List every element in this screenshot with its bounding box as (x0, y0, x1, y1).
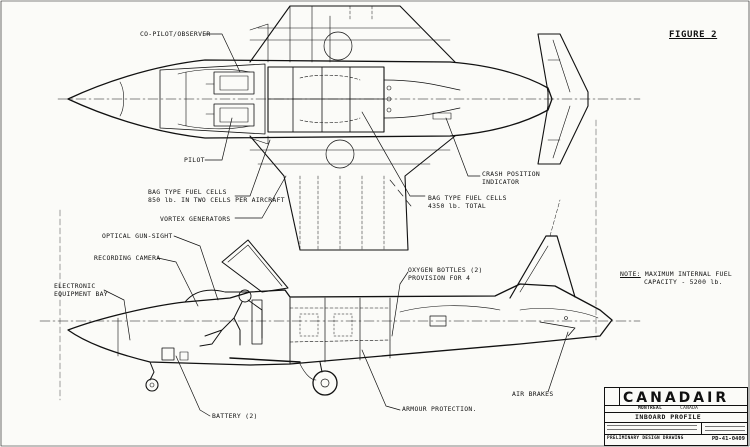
note-prefix: NOTE: (620, 270, 641, 278)
label-camera-text: RECORDING CAMERA (94, 254, 161, 262)
label-oxygen-line1: OXYGEN BOTTLES (2) (408, 266, 483, 274)
note-line2: CAPACITY - 5200 lb. (644, 278, 723, 286)
label-bag-fuel-line2: 4350 lb. TOTAL (428, 202, 487, 210)
label-crash-line2: INDICATOR (482, 178, 520, 186)
label-air-brakes-text: AIR BRAKES (512, 390, 554, 398)
company-city: MONTREAL (638, 406, 663, 411)
label-equip-line1: ELECTRONIC (54, 282, 96, 290)
drawing-title: INBOARD PROFILE (635, 413, 702, 421)
label-electronic-equipment-bay: ELECTRONIC EQUIPMENT BAY (54, 282, 108, 298)
plan-view (57, 5, 641, 251)
label-co-pilot: CO-PILOT/OBSERVER (140, 30, 211, 38)
label-optical-gun-sight: OPTICAL GUN-SIGHT (102, 232, 173, 240)
label-vortex-text: VORTEX GENERATORS (160, 215, 231, 223)
note-line1: NOTE: MAXIMUM INTERNAL FUEL (620, 270, 732, 278)
label-battery: BATTERY (2) (212, 412, 258, 420)
label-armour-protection: ARMOUR PROTECTION. (402, 405, 477, 413)
label-vortex-generators: VORTEX GENERATORS (160, 215, 231, 223)
label-recording-camera: RECORDING CAMERA (94, 254, 160, 262)
note-line1-text: MAXIMUM INTERNAL FUEL (644, 270, 733, 278)
fuel-capacity-note: NOTE: MAXIMUM INTERNAL FUEL CAPACITY - 5… (620, 270, 732, 286)
drawing-number: PD-41-0409 (711, 436, 745, 442)
figure-label: FIGURE 2 (669, 30, 718, 40)
label-crash-position-indicator: CRASH POSITION INDICATOR (482, 170, 540, 186)
label-equip-line2: EQUIPMENT BAY (54, 290, 108, 298)
side-view (39, 119, 641, 401)
label-air-brakes: AIR BRAKES (512, 390, 553, 398)
label-battery-text: BATTERY (2) (212, 412, 258, 420)
label-oxygen-line2: PROVISION FOR 4 (408, 274, 471, 282)
label-bag-fuel-cells-wing: BAG TYPE FUEL CELLS 850 lb. IN TWO CELLS… (148, 188, 285, 204)
label-crash-line1: CRASH POSITION (482, 170, 541, 178)
label-pilot-text: PILOT (184, 156, 205, 164)
company-location: MONTREAL CANADA (638, 406, 698, 411)
drawing-type: PRELIMINARY DESIGN DRAWING (607, 436, 684, 441)
label-oxygen-bottles: OXYGEN BOTTLES (2) PROVISION FOR 4 (408, 266, 483, 282)
label-armour-text: ARMOUR PROTECTION. (402, 405, 477, 413)
label-bag-fuel-line1: BAG TYPE FUEL CELLS (428, 194, 507, 202)
label-bag-fuel-cells-fuselage: BAG TYPE FUEL CELLS 4350 lb. TOTAL (428, 194, 507, 210)
company-name: CANADAIR (623, 390, 730, 406)
label-pilot: PILOT (184, 156, 205, 164)
label-gun-sight-text: OPTICAL GUN-SIGHT (102, 232, 173, 240)
label-bag-cells-line2: 850 lb. IN TWO CELLS PER AIRCRAFT (148, 196, 285, 204)
label-bag-cells-line1: BAG TYPE FUEL CELLS (148, 188, 227, 196)
company-country: CANADA (680, 406, 699, 411)
leader-lines (103, 33, 569, 417)
label-co-pilot-text: CO-PILOT/OBSERVER (140, 30, 211, 38)
